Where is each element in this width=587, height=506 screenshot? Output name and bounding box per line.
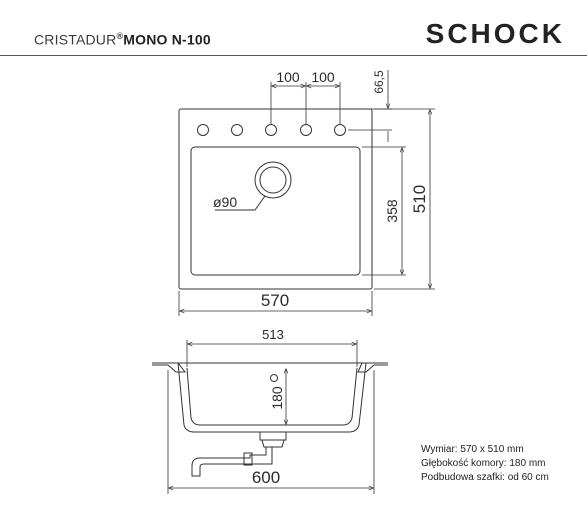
header: CRISTADUR®MONO N-100 SCHOCK xyxy=(0,0,587,56)
faucet-holes xyxy=(197,124,346,136)
dim-bowl-width: 513 xyxy=(262,327,284,342)
countertop-right xyxy=(357,362,388,373)
drain-leader xyxy=(215,195,266,211)
dim-total-depth: 510 xyxy=(410,185,429,213)
spec-dimensions: Wymiar: 570 x 510 mm xyxy=(421,444,524,455)
dim-drain: ø90 xyxy=(213,194,237,210)
product-model: MONO N-100 xyxy=(123,31,211,48)
trap-pipe xyxy=(191,447,267,477)
faucet-hole xyxy=(265,124,277,136)
dim-edge-offset: 66,5 xyxy=(372,70,386,94)
spec-bowl-depth: Głębokość komory: 180 mm xyxy=(421,458,546,469)
drain-body xyxy=(259,432,287,441)
overflow-hole xyxy=(270,374,278,382)
faucet-hole xyxy=(197,124,209,136)
sink-outline xyxy=(178,108,373,290)
side-view xyxy=(152,340,388,494)
header-divider xyxy=(0,55,587,56)
dim-cabinet: 600 xyxy=(252,468,280,487)
faucet-hole xyxy=(334,124,346,136)
registered-mark: ® xyxy=(116,31,124,41)
faucet-hole xyxy=(231,124,243,136)
drain-outer xyxy=(254,161,292,199)
bowl-outline xyxy=(190,146,361,276)
sink-body-outer xyxy=(177,362,367,433)
brand-logo: SCHOCK xyxy=(425,18,565,49)
dim-bowl-height: 180 xyxy=(269,386,285,410)
dim-spacing-1: 100 xyxy=(276,69,300,85)
sink-body-inner xyxy=(186,367,358,426)
dim-bowl-depth: 358 xyxy=(384,199,400,223)
faucet-hole xyxy=(300,124,312,136)
countertop-left xyxy=(152,362,187,373)
top-view-labels: 100 100 66,5 ø90 358 510 570 xyxy=(213,69,429,310)
spec-cabinet: Podbudowa szafki: od 60 cm xyxy=(421,472,549,483)
side-view-labels: 513 180 600 xyxy=(252,327,285,487)
top-view xyxy=(178,70,435,316)
product-line: CRISTADUR xyxy=(34,31,117,48)
dim-total-width: 570 xyxy=(261,291,289,310)
product-name: CRISTADUR®MONO N-100 xyxy=(34,31,211,48)
drain-inner xyxy=(259,166,287,194)
dim-spacing-2: 100 xyxy=(311,69,335,85)
specifications: Wymiar: 570 x 510 mm Głębokość komory: 1… xyxy=(421,443,549,485)
